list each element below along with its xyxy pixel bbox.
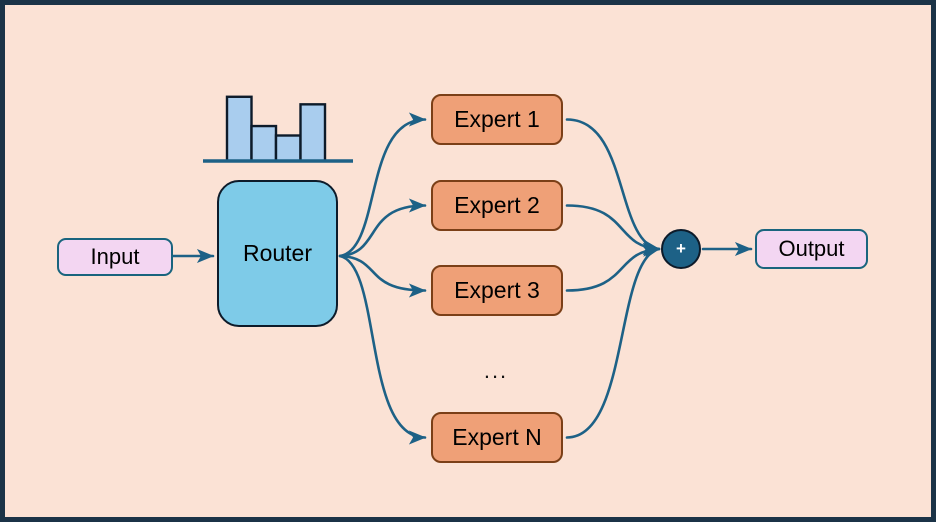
ellipsis-label: ... (483, 358, 509, 383)
edge-expert-4-to-sum (565, 245, 661, 439)
expert-label: Expert N (452, 424, 542, 450)
router-node[interactable]: Router (217, 180, 338, 327)
edge-router-to-expert-3 (338, 254, 427, 298)
expert-node-1[interactable]: Expert 1 (431, 94, 563, 145)
edge-layer (171, 112, 753, 445)
edge-router-to-expert-2 (338, 198, 427, 258)
expert-label: Expert 1 (454, 106, 540, 132)
expert-node-2[interactable]: Expert 2 (431, 180, 563, 231)
edge-router-to-expert-4 (338, 254, 427, 445)
router-label: Router (242, 240, 313, 266)
output-node[interactable]: Output (755, 229, 868, 269)
expert-node-4[interactable]: Expert N (431, 412, 563, 463)
histogram-bar-4 (299, 103, 327, 163)
experts-ellipsis: ... (475, 357, 517, 385)
output-label: Output (778, 236, 845, 261)
edge-expert-1-to-sum (565, 118, 661, 254)
edge-expert-3-to-sum (565, 242, 661, 292)
expert-label: Expert 3 (454, 277, 540, 303)
expert-node-3[interactable]: Expert 3 (431, 265, 563, 316)
expert-label: Expert 2 (454, 192, 540, 218)
input-node[interactable]: Input (57, 238, 173, 276)
sum-node[interactable]: + (661, 229, 701, 269)
input-label: Input (90, 244, 140, 269)
router-histogram (203, 95, 353, 163)
edge-router-to-expert-1 (338, 112, 427, 258)
plus-icon: + (676, 239, 686, 258)
